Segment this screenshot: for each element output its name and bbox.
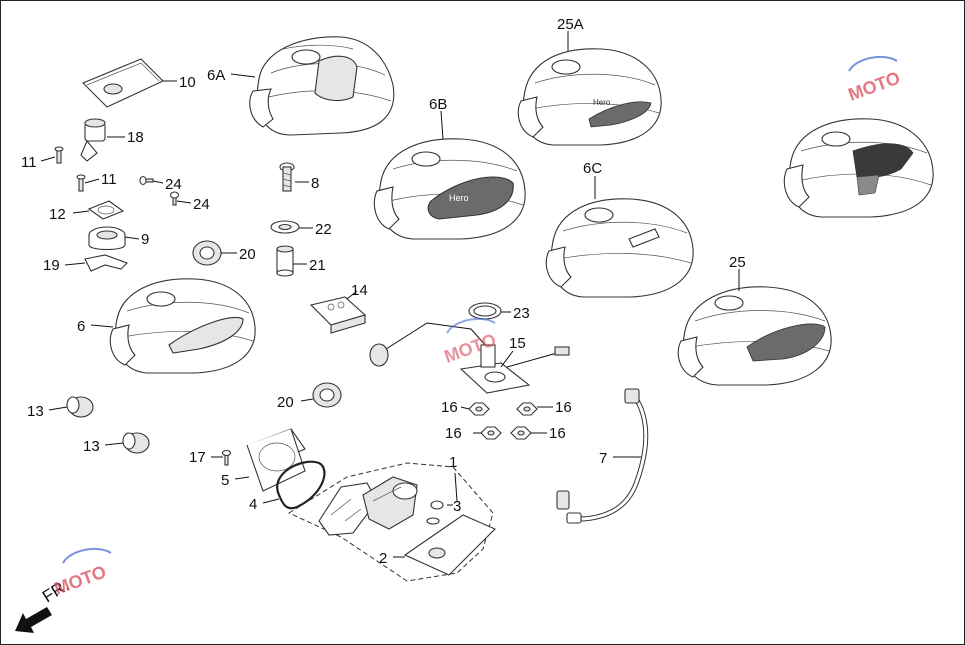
part-7-fuel-hose (556, 388, 649, 524)
callout-8: 8 (311, 175, 319, 192)
tank-6b-brand: Hero (449, 193, 469, 203)
fuel-tank-25a: Hero (517, 48, 662, 146)
callout-23: 23 (513, 305, 530, 322)
callout-6b: 6B (429, 96, 447, 113)
callout-14: 14 (351, 282, 368, 299)
callout-25: 25 (729, 254, 746, 271)
callout-6a: 6A (207, 67, 225, 84)
callout-13-a: 13 (27, 403, 44, 420)
part-2-filter (403, 514, 496, 576)
part-11-screw-a (54, 146, 64, 164)
callout-16-d: 16 (549, 425, 566, 442)
callout-16-c: 16 (445, 425, 462, 442)
part-21-collar (276, 245, 294, 277)
part-16-nut-c (480, 426, 502, 440)
watermark-text-top-right: MOTO (846, 68, 903, 105)
part-22-washer (270, 220, 300, 234)
part-19-drain-bracket (84, 254, 128, 272)
callout-16-a: 16 (441, 399, 458, 416)
callout-24-b: 24 (193, 196, 210, 213)
fuel-tank-6c (545, 198, 694, 298)
callout-12: 12 (49, 206, 66, 223)
part-8-bolt (279, 162, 295, 192)
part-18-cap-lock (80, 118, 106, 162)
part-17-screw (221, 449, 232, 466)
part-3-clip (426, 500, 444, 525)
part-4-seal-ring (276, 460, 326, 510)
callout-15: 15 (509, 335, 526, 352)
callout-1: 1 (449, 454, 457, 471)
callout-9: 9 (141, 231, 149, 248)
callout-5: 5 (221, 472, 229, 489)
callout-7: 7 (599, 450, 607, 467)
callout-11-a: 11 (21, 154, 37, 171)
fuel-tank-variant-right (783, 118, 934, 218)
part-23-o-ring (468, 302, 502, 320)
watermark-logo-top-right: MOTO (846, 55, 903, 105)
part-5-flange-plate (246, 428, 306, 492)
part-13-grommet-b (122, 432, 150, 454)
part-10-cover-plate (82, 58, 164, 108)
part-16-nut-b (516, 402, 538, 416)
callout-13-b: 13 (83, 438, 100, 455)
fuel-tank-6a (249, 36, 395, 136)
callout-2: 2 (379, 550, 387, 567)
callout-20-b: 20 (277, 394, 294, 411)
watermark-text-bottom-left: MOTO (52, 562, 109, 599)
part-20-damper-b (312, 382, 342, 408)
part-12-gasket (87, 200, 125, 220)
callout-4: 4 (249, 496, 257, 513)
part-16-nut-d (510, 426, 532, 440)
part-20-damper-a (192, 240, 222, 266)
part-24-screw-b (169, 191, 180, 206)
part-14-relay (309, 296, 367, 334)
fuel-tank-6 (109, 278, 256, 374)
fuel-tank-25 (677, 286, 832, 386)
part-9-filler-neck (88, 226, 126, 251)
tank-25a-brand: Hero (593, 98, 611, 107)
leader-lines (40, 31, 740, 558)
callout-16-b: 16 (555, 399, 572, 416)
callout-17: 17 (189, 449, 206, 466)
part-1-pump-assembly (287, 462, 494, 582)
part-11-screw-b (76, 174, 86, 192)
fuel-tank-6b: Hero (373, 138, 526, 240)
callout-10: 10 (179, 74, 196, 91)
watermark-logo-bottom-left: MOTO (52, 547, 112, 599)
callout-labels: 10 18 11 11 24 24 12 9 19 6 6A 6B 25A 6C… (21, 16, 746, 567)
part-24-screw-a (139, 175, 154, 186)
callout-20-a: 20 (239, 246, 256, 263)
callout-22: 22 (315, 221, 332, 238)
callout-6: 6 (77, 318, 85, 335)
part-15-fuel-sender (369, 322, 570, 394)
callout-24-a: 24 (165, 176, 182, 193)
callout-19: 19 (43, 257, 60, 274)
part-13-grommet-a (66, 396, 94, 418)
callout-3: 3 (453, 498, 461, 515)
callout-11-b: 11 (101, 171, 117, 188)
callout-6c: 6C (583, 160, 602, 177)
callout-21: 21 (309, 257, 326, 274)
callout-25a: 25A (557, 16, 584, 33)
callout-18: 18 (127, 129, 144, 146)
part-16-nut-a (468, 402, 490, 416)
